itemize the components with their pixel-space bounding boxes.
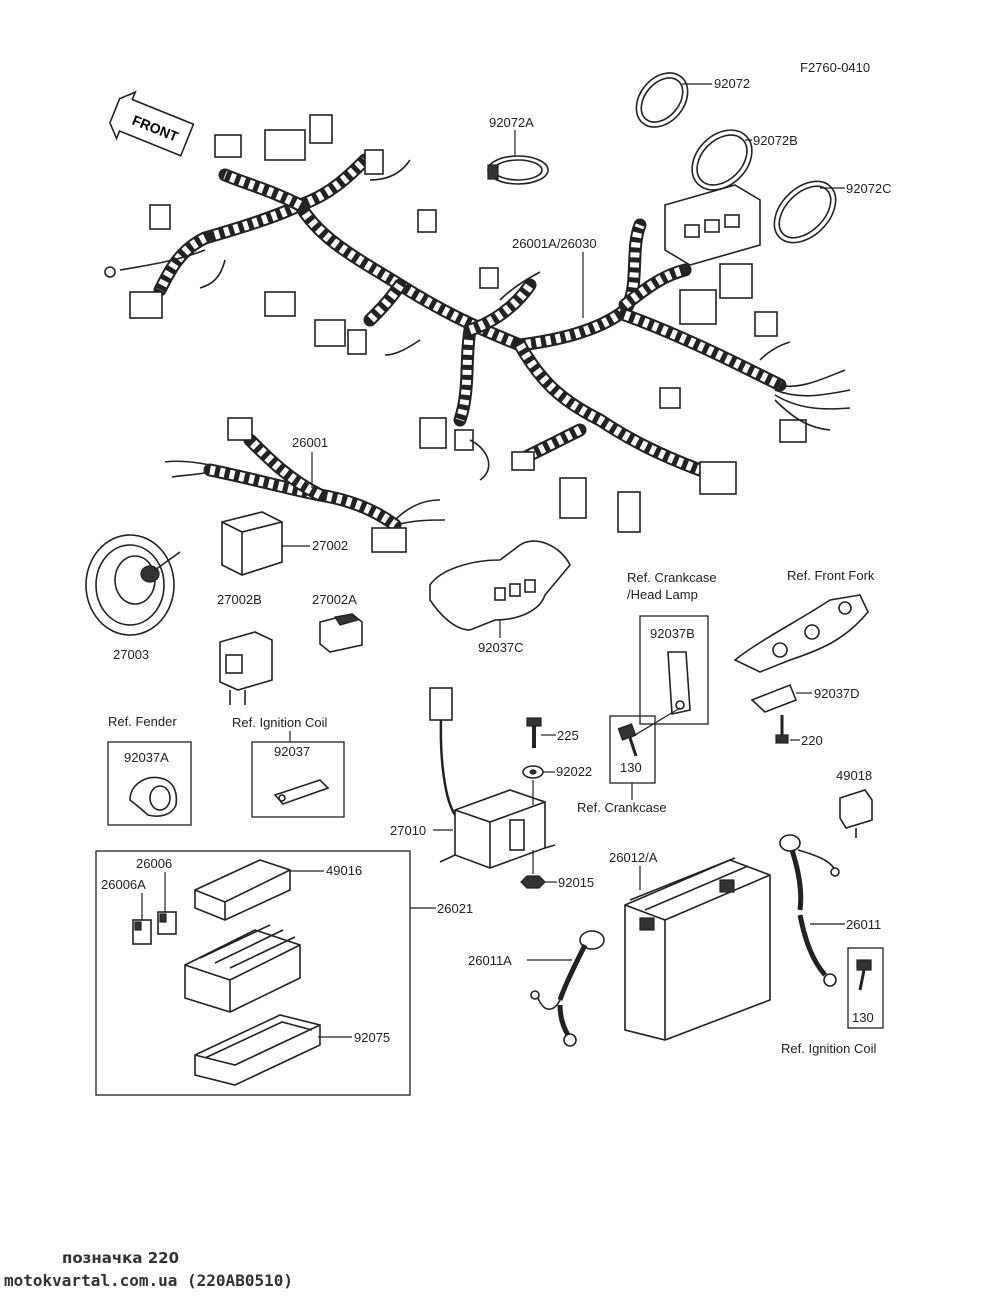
fuse-box-kit-26021 (95, 850, 411, 1096)
battery-cable-26011A[interactable] (530, 930, 605, 1047)
regulator-27010[interactable] (429, 687, 556, 869)
fuse-26006A[interactable] (132, 919, 152, 945)
horn-27003[interactable] (85, 534, 181, 636)
label-92015: 92015 (558, 875, 594, 890)
cover-92037A-box (107, 741, 192, 826)
ref-front-fork: Ref. Front Fork (787, 568, 875, 583)
label-27002: 27002 (312, 538, 348, 553)
relay-27002[interactable] (221, 511, 283, 576)
main-wiring-harness[interactable] (104, 114, 851, 533)
bracket-92037-box (251, 741, 345, 818)
label-92072B: 92072B (753, 133, 798, 148)
label-49018: 49018 (836, 768, 872, 783)
label-220: 220 (801, 733, 823, 748)
relay-27002A[interactable] (319, 613, 363, 653)
label-27010: 27010 (390, 823, 426, 838)
ref-crankcase-headlamp-line1: Ref. Crankcase (627, 570, 717, 585)
label-92037B: 92037B (650, 626, 695, 641)
front-fork-bracket[interactable] (733, 594, 869, 673)
label-26001A-26030: 26001A/26030 (512, 236, 597, 251)
bolt-220-fork[interactable] (775, 715, 789, 744)
ref-fender: Ref. Fender (108, 714, 177, 729)
bracket-92037B[interactable] (667, 651, 691, 715)
fuse-box-tray-92075[interactable] (194, 1014, 321, 1086)
battery-26012A[interactable] (624, 857, 771, 1041)
bolt-130-ignition[interactable] (856, 959, 872, 991)
label-26011: 26011 (846, 917, 881, 932)
strap-92072C[interactable] (763, 170, 848, 255)
bolt-130-ignition-box (847, 947, 884, 1029)
label-26001: 26001 (292, 435, 328, 450)
part-49018[interactable] (839, 789, 873, 838)
strap-92072[interactable] (626, 63, 698, 137)
bracket-92037[interactable] (273, 779, 330, 805)
watermark-line1: позначка 220 (62, 1249, 180, 1267)
diagram-code: F2760-0410 (800, 60, 870, 75)
cover-92037A[interactable] (129, 776, 178, 817)
label-27002B: 27002B (217, 592, 262, 607)
label-130-ignition: 130 (852, 1010, 874, 1025)
ref-crankcase: Ref. Crankcase (577, 800, 667, 815)
relay-27002B[interactable] (219, 631, 273, 705)
label-26021: 26021 (437, 901, 473, 916)
fuse-box-26021[interactable] (184, 924, 301, 1013)
label-92072C: 92072C (846, 181, 892, 196)
label-92075: 92075 (354, 1030, 390, 1045)
strap-92072A[interactable] (487, 155, 549, 185)
label-92037D: 92037D (814, 686, 860, 701)
bracket-92037B-box (639, 615, 709, 725)
ref-crankcase-headlamp-line2: /Head Lamp (627, 587, 698, 602)
label-27002A: 27002A (312, 592, 357, 607)
nut-92015[interactable] (520, 875, 546, 889)
ground-cable-26011[interactable] (779, 834, 840, 987)
label-130-crankcase: 130 (620, 760, 642, 775)
label-92037C: 92037C (478, 640, 524, 655)
label-49016: 49016 (326, 863, 362, 878)
label-27003: 27003 (113, 647, 149, 662)
label-26006: 26006 (136, 856, 172, 871)
label-92037: 92037 (274, 744, 310, 759)
label-92022: 92022 (556, 764, 592, 779)
label-92037A: 92037A (124, 750, 169, 765)
front-arrow-icon: FRONT (109, 90, 195, 157)
cover-92037C[interactable] (429, 540, 571, 631)
watermark-line2: motokvartal.com.ua (220AB0510) (4, 1271, 293, 1290)
bolt-225[interactable] (526, 717, 542, 748)
label-225: 225 (557, 728, 579, 743)
bracket-92037D[interactable] (750, 683, 798, 713)
bolt-130[interactable] (617, 723, 638, 757)
label-26006A: 26006A (101, 877, 146, 892)
label-26012A: 26012/A (609, 850, 658, 865)
washer-92022[interactable] (522, 765, 544, 779)
fuse-box-cover-49016[interactable] (194, 859, 291, 921)
label-92072: 92072 (714, 76, 750, 91)
sub-wiring-harness-26001[interactable] (164, 417, 446, 553)
ref-ignition-coil-2: Ref. Ignition Coil (781, 1041, 876, 1056)
strap-92072B[interactable] (680, 118, 763, 201)
fuse-26006[interactable] (157, 911, 177, 935)
ref-ignition-coil: Ref. Ignition Coil (232, 715, 327, 730)
label-26011A: 26011A (468, 953, 512, 968)
label-92072A: 92072A (489, 115, 534, 130)
